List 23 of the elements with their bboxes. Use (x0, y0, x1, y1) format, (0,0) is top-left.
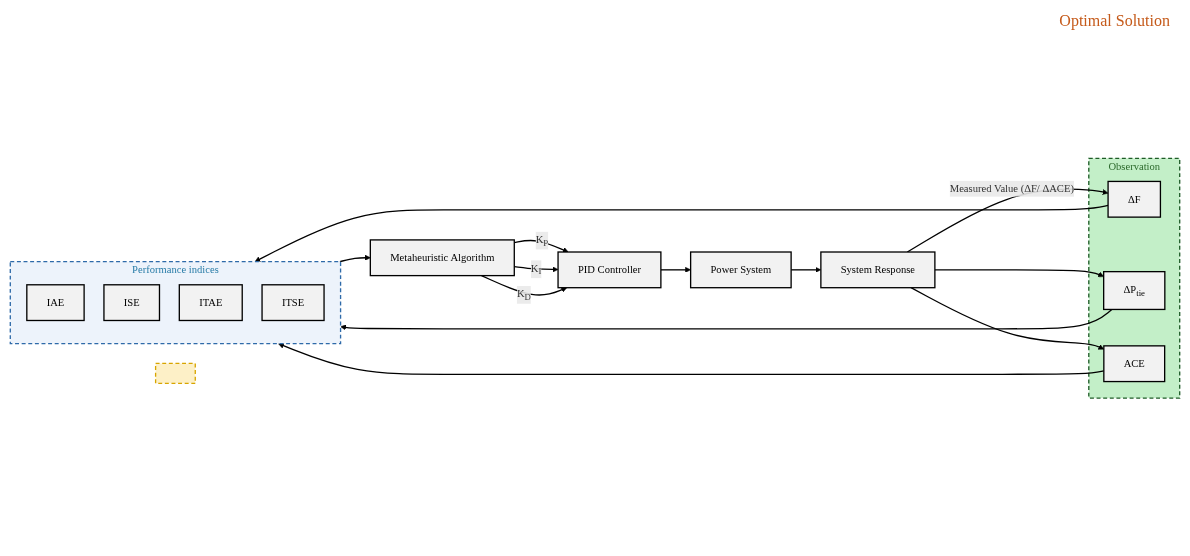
node-box: Metaheuristic Algorithm (369, 239, 515, 277)
edge-label: Measured Value (ΔF/ ΔACE) (949, 182, 1074, 194)
arrow (660, 266, 691, 273)
node-box (154, 362, 196, 384)
node-box: ISE (103, 283, 161, 321)
edge-label: K$_{I}$ (530, 262, 542, 277)
annotation-text: Optimal Solution (1059, 12, 1170, 30)
node-box: IAE (26, 283, 85, 321)
node-box: Power System (689, 251, 792, 289)
node-box: ACE (1103, 345, 1166, 383)
arrow (340, 308, 1113, 331)
node-box: ΔP$_{tie}$ (1103, 270, 1166, 310)
node-box: PID Controller (557, 251, 662, 289)
arrow (339, 254, 371, 263)
node-box: ITSE (261, 283, 325, 321)
edge-label: K$_{P}$ (535, 233, 549, 248)
edge-label: K$_{D}$ (516, 287, 531, 302)
arrow (254, 204, 1109, 262)
arrow (934, 269, 1104, 277)
node-box: System Response (820, 251, 936, 289)
node-box: ΔF (1107, 180, 1162, 218)
node-box: ITAE (178, 283, 243, 321)
arrow (480, 274, 568, 296)
